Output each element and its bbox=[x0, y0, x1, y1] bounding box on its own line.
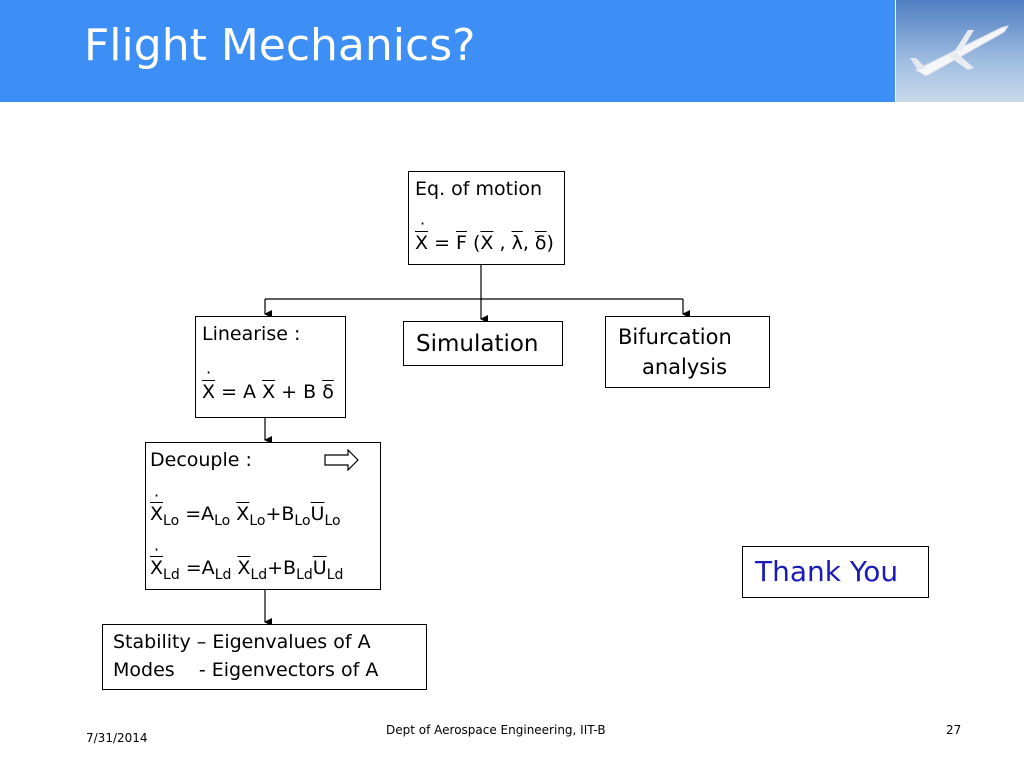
right-arrow-icon bbox=[324, 449, 359, 471]
page-number: 27 bbox=[946, 723, 962, 737]
bifurcation-label: Bifurcation bbox=[618, 325, 732, 349]
analysis-label: analysis bbox=[642, 355, 728, 379]
footer-date: 7/31/2014 bbox=[86, 731, 148, 745]
decouple-lateral-equation: XLd =ALd XLd+BLdULd bbox=[150, 557, 344, 583]
footer-department: Dept of Aerospace Engineering, IIT-B bbox=[386, 723, 606, 737]
eq-of-motion-box: Eq. of motion X = F (X , λ, δ) · bbox=[408, 171, 565, 265]
linearise-box: Linearise : X = A X + B δ · bbox=[195, 316, 346, 418]
derivative-dot: · bbox=[154, 486, 160, 505]
stability-box: Stability – Eigenvalues of A Modes - Eig… bbox=[102, 624, 427, 690]
linearise-equation: X = A X + B δ bbox=[202, 381, 334, 403]
decouple-longitudinal-equation: XLo =ALo XLo+BLoULo bbox=[150, 503, 341, 529]
simulation-label: Simulation bbox=[416, 331, 539, 357]
derivative-dot: · bbox=[206, 363, 212, 382]
stability-line: Stability – Eigenvalues of A bbox=[113, 631, 371, 653]
derivative-dot: · bbox=[154, 540, 160, 559]
decouple-label: Decouple : bbox=[150, 449, 252, 471]
eq-of-motion-label: Eq. of motion bbox=[415, 178, 543, 200]
airplane-image bbox=[896, 0, 1024, 102]
thank-you-text: Thank You bbox=[755, 555, 899, 588]
decouple-box: Decouple : XLo =ALo XLo+BLoULo · XLd =AL… bbox=[145, 442, 381, 590]
title-bar: Flight Mechanics? bbox=[0, 0, 895, 102]
linearise-label: Linearise : bbox=[202, 323, 301, 345]
derivative-dot: · bbox=[420, 214, 426, 233]
slide-title: Flight Mechanics? bbox=[84, 20, 476, 71]
simulation-box: Simulation bbox=[403, 321, 563, 366]
eq-of-motion-equation: X = F (X , λ, δ) bbox=[415, 232, 554, 254]
thank-you-box: Thank You bbox=[742, 546, 929, 598]
bifurcation-box: Bifurcation analysis bbox=[605, 316, 770, 388]
modes-line: Modes - Eigenvectors of A bbox=[113, 659, 379, 681]
